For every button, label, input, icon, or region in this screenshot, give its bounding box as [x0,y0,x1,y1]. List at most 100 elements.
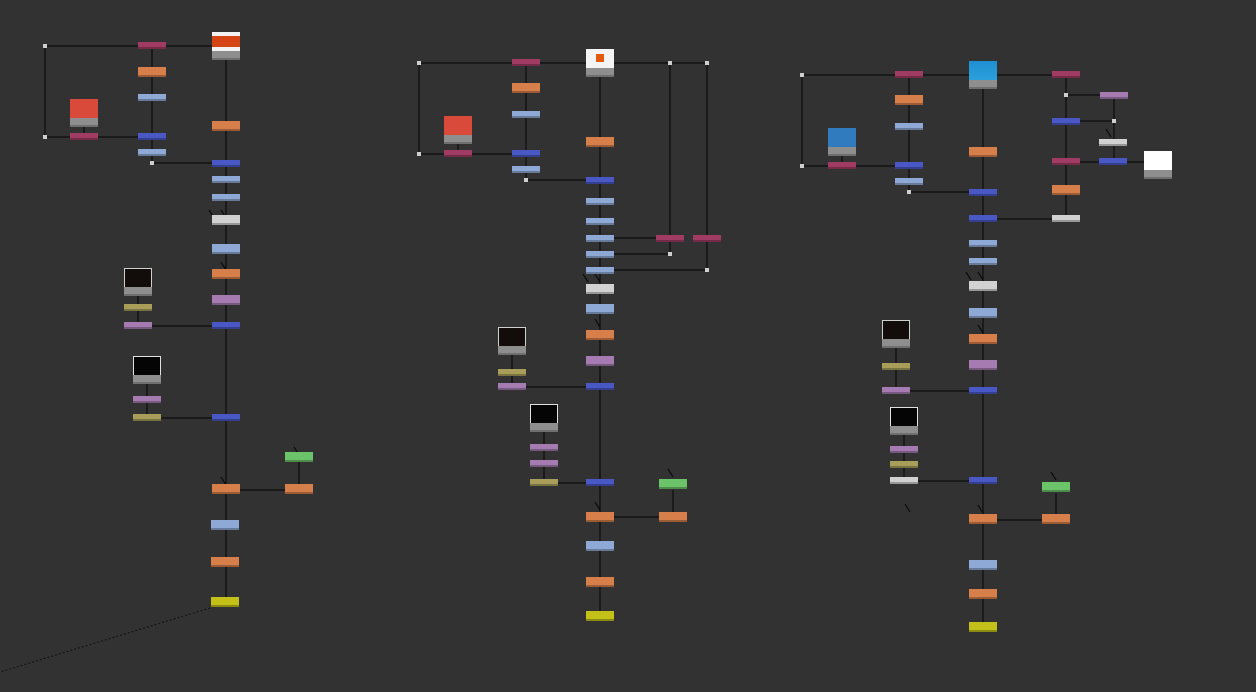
write-node[interactable] [586,611,614,621]
wire-elbow-dot[interactable] [668,61,672,65]
grade-node[interactable] [969,334,997,344]
read-node[interactable] [498,327,526,355]
merge-node[interactable] [444,150,472,157]
read-node[interactable] [124,268,152,296]
dot-node[interactable] [212,215,240,225]
merge-node[interactable] [828,162,856,169]
transform-node[interactable] [969,258,997,265]
viewer-node[interactable] [285,452,313,462]
grade-node[interactable] [586,577,614,587]
grade-node[interactable] [212,484,240,494]
shuffle-node[interactable] [530,444,558,451]
shuffle-node[interactable] [133,396,161,403]
merge-node[interactable] [70,133,98,140]
transform-node[interactable] [212,244,240,254]
grade-node[interactable] [586,330,614,340]
transform-node[interactable] [512,111,540,118]
dot-node[interactable] [969,281,997,291]
dot-node[interactable] [1099,139,1127,146]
grade-node[interactable] [211,557,239,567]
grade-node[interactable] [212,269,240,279]
read-node[interactable] [212,32,240,60]
constant-node[interactable] [530,479,558,486]
transform-node[interactable] [586,267,614,274]
shuffle-node[interactable] [586,356,614,366]
transform-node[interactable] [586,304,614,314]
shuffle-node[interactable] [890,446,918,453]
viewer-node[interactable] [659,479,687,489]
transform-node[interactable] [586,235,614,242]
blur-node[interactable] [895,162,923,169]
grade-node[interactable] [659,512,687,522]
wire-elbow-dot[interactable] [417,61,421,65]
dot-node[interactable] [1052,215,1080,222]
constant-node[interactable] [890,461,918,468]
grade-node[interactable] [1052,185,1080,195]
grade-node[interactable] [895,95,923,105]
grade-node[interactable] [1042,514,1070,524]
wire-elbow-dot[interactable] [1112,119,1116,123]
wire-elbow-dot[interactable] [705,61,709,65]
transform-node[interactable] [895,178,923,185]
merge-node[interactable] [895,71,923,78]
blur-node[interactable] [586,177,614,184]
blur-node[interactable] [969,477,997,484]
dot-node[interactable] [586,284,614,294]
blur-node[interactable] [1052,118,1080,125]
constant-node[interactable] [124,304,152,311]
read-node[interactable] [133,356,161,384]
transform-node[interactable] [586,218,614,225]
read-node[interactable] [444,116,472,144]
shuffle-node[interactable] [124,322,152,329]
grade-node[interactable] [969,589,997,599]
transform-node[interactable] [895,123,923,130]
wire-elbow-dot[interactable] [417,152,421,156]
blur-node[interactable] [212,322,240,329]
wire-elbow-dot[interactable] [800,164,804,168]
blur-node[interactable] [1099,158,1127,165]
blur-node[interactable] [212,414,240,421]
wire-elbow-dot[interactable] [907,190,911,194]
blur-node[interactable] [212,160,240,167]
shuffle-node[interactable] [882,387,910,394]
wire-elbow-dot[interactable] [1064,93,1068,97]
wire-elbow-dot[interactable] [43,135,47,139]
transform-node[interactable] [969,240,997,247]
grade-node[interactable] [512,83,540,93]
read-node[interactable] [969,61,997,89]
read-node[interactable] [828,128,856,156]
blur-node[interactable] [969,189,997,196]
blur-node[interactable] [586,383,614,390]
write-node[interactable] [211,597,239,607]
transform-node[interactable] [512,166,540,173]
transform-node[interactable] [212,194,240,201]
grade-node[interactable] [138,67,166,77]
blur-node[interactable] [138,133,166,140]
shuffle-node[interactable] [212,295,240,305]
constant-node[interactable] [882,363,910,370]
grade-node[interactable] [969,147,997,157]
read-node[interactable] [882,320,910,348]
read-node[interactable] [586,49,614,77]
read-node[interactable] [890,407,918,435]
shuffle-node[interactable] [498,383,526,390]
viewer-node[interactable] [1042,482,1070,492]
constant-node[interactable] [498,369,526,376]
merge-node[interactable] [1052,158,1080,165]
merge-node[interactable] [1052,71,1080,78]
blur-node[interactable] [586,479,614,486]
merge-node[interactable] [656,235,684,242]
wire-elbow-dot[interactable] [800,73,804,77]
shuffle-node[interactable] [530,460,558,467]
merge-node[interactable] [138,42,166,49]
read-node[interactable] [70,99,98,127]
transform-node[interactable] [586,198,614,205]
grade-node[interactable] [285,484,313,494]
wire-elbow-dot[interactable] [43,44,47,48]
blur-node[interactable] [969,215,997,222]
merge-node[interactable] [693,235,721,242]
transform-node[interactable] [138,149,166,156]
wire-elbow-dot[interactable] [705,268,709,272]
shuffle-node[interactable] [1100,92,1128,99]
constant-node[interactable] [133,414,161,421]
